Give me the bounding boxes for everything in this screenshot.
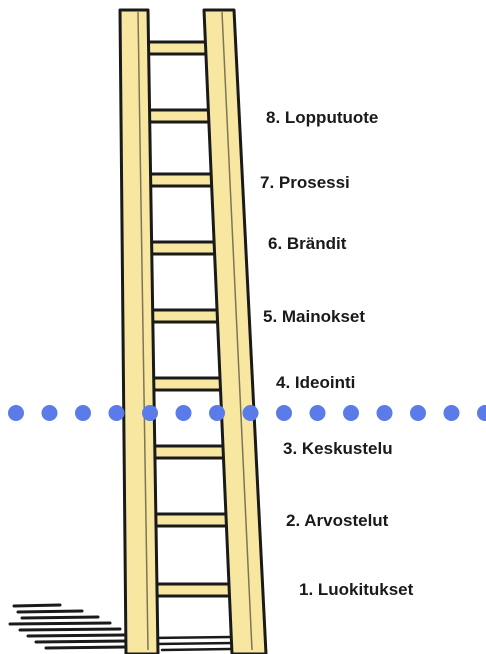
- step-label: 7. Prosessi: [260, 173, 350, 192]
- divider-dot: [477, 405, 486, 421]
- divider-dot: [41, 405, 58, 421]
- divider-dot: [276, 405, 292, 421]
- divider-dot: [410, 405, 426, 421]
- step-label: 8. Lopputuote: [266, 108, 379, 127]
- divider-dotted-line: [8, 405, 486, 421]
- divider-dot: [75, 405, 91, 421]
- step-label: 1. Luokitukset: [299, 580, 414, 599]
- ladder-right-rail: [202, 8, 268, 654]
- divider-dot: [343, 405, 359, 421]
- divider-dot: [108, 405, 125, 421]
- divider-dot: [175, 405, 192, 421]
- step-label: 4. Ideointi: [276, 373, 356, 392]
- step-label: 2. Arvostelut: [286, 511, 389, 530]
- step-label: 5. Mainokset: [263, 307, 366, 326]
- divider-dot: [309, 405, 326, 421]
- step-label: 6. Brändit: [268, 234, 347, 253]
- divider-dot: [376, 405, 393, 421]
- ladder-left-rail: [118, 8, 160, 654]
- divider-dot: [443, 405, 460, 421]
- divider-dot: [209, 405, 225, 421]
- step-label: 3. Keskustelu: [283, 439, 393, 458]
- divider-dot: [242, 405, 259, 421]
- divider-dot: [8, 405, 24, 421]
- divider-dot: [142, 405, 158, 421]
- ground-shadow: [8, 603, 236, 652]
